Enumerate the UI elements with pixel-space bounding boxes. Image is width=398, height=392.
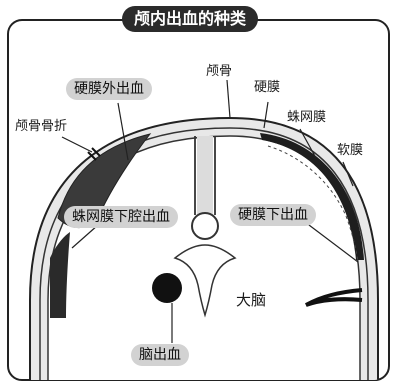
label-brain: 大脑 [236,292,266,308]
label-skull-fracture: 颅骨骨折 [15,119,67,135]
falx-fill [197,136,213,214]
sagittal-sinus [192,213,218,239]
diagram-title: 颅内出血的种类 [122,6,258,32]
label-subarachnoid-hemorrhage: 蛛网膜下腔出血 [64,206,178,228]
label-epidural-hematoma: 硬膜外出血 [66,78,152,100]
label-pia: 软膜 [337,143,363,159]
label-dura: 硬膜 [254,80,280,96]
label-arachnoid: 蛛网膜 [287,110,326,126]
label-skull: 颅骨 [206,64,232,80]
label-subdural-hematoma: 硬膜下出血 [230,204,316,226]
label-intracerebral-hemorrhage: 脑出血 [131,344,189,366]
intracerebral-hemorrhage [152,273,182,303]
